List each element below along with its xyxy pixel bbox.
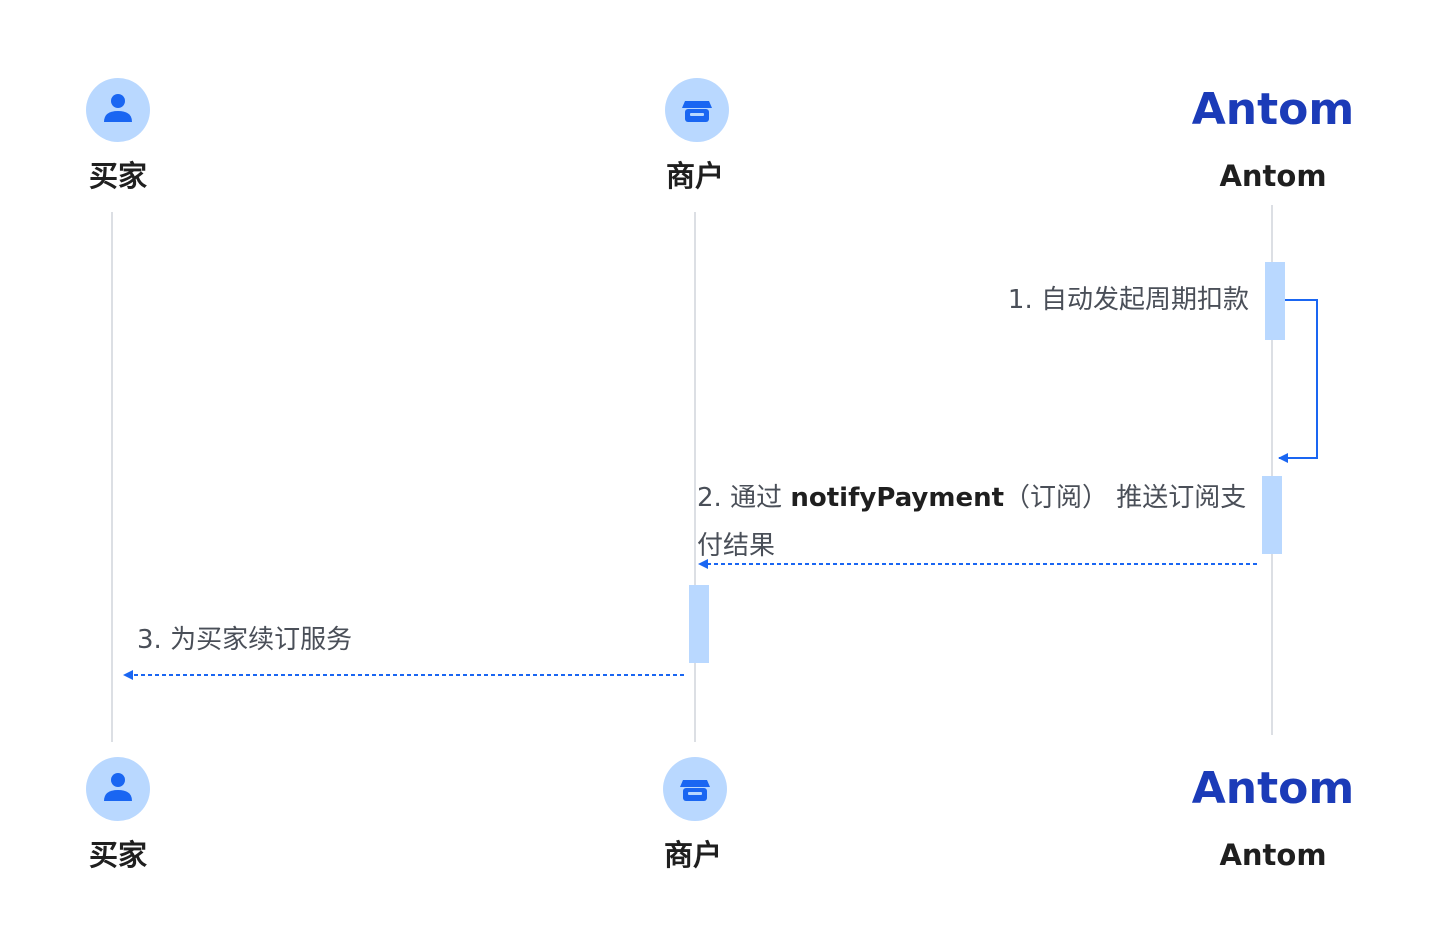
activation-merchant xyxy=(689,585,709,663)
activation-antom-2 xyxy=(1262,476,1282,554)
message-3-text: 为买家续订服务 xyxy=(170,625,353,655)
message-1-text: 自动发起周期扣款 xyxy=(1040,285,1249,315)
message-2-post-line2: 付结果 xyxy=(697,531,776,561)
message-1-number: 1. xyxy=(1007,285,1033,315)
antom-label-bottom: Antom xyxy=(1219,838,1327,872)
activation-antom-1 xyxy=(1265,262,1285,340)
buyer-label-bottom: 买家 xyxy=(88,838,147,872)
merchant-label-top: 商户 xyxy=(665,159,724,193)
message-2-number: 2. xyxy=(697,483,722,513)
antom-logo-text: Antom xyxy=(1192,84,1355,135)
message-1-label: 1. 自动发起周期扣款 xyxy=(1008,276,1249,324)
buyer-label-top: 买家 xyxy=(88,159,147,193)
antom-logo-text: Antom xyxy=(1192,763,1355,814)
store-icon xyxy=(682,101,712,122)
antom-logo-top: Antom xyxy=(1192,84,1355,135)
user-icon xyxy=(104,94,132,122)
merchant-icon-bottom xyxy=(663,757,727,821)
message-2-pre: 通过 xyxy=(730,483,783,513)
antom-logo-bottom: Antom xyxy=(1192,763,1355,814)
message-3-number: 3. xyxy=(137,625,162,655)
lifeline-antom xyxy=(1271,205,1273,735)
antom-label-top: Antom xyxy=(1219,159,1327,193)
message-3-label: 3. 为买家续订服务 xyxy=(137,616,352,664)
merchant-label-bottom: 商户 xyxy=(663,838,722,872)
message-2-api: notifyPayment xyxy=(790,483,1005,513)
message-2-post-line1: （订阅） 推送订阅支 xyxy=(1004,483,1247,513)
buyer-icon-top xyxy=(86,78,150,142)
self-call-arrow xyxy=(1278,299,1318,463)
message-2-label: 2. 通过 notifyPayment（订阅） 推送订阅支 付结果 xyxy=(697,474,1246,570)
store-icon xyxy=(680,780,710,801)
user-icon xyxy=(104,773,132,801)
lifeline-merchant xyxy=(694,212,696,742)
lifeline-buyer xyxy=(111,212,113,742)
merchant-icon-top xyxy=(665,78,729,142)
buyer-icon-bottom xyxy=(86,757,150,821)
